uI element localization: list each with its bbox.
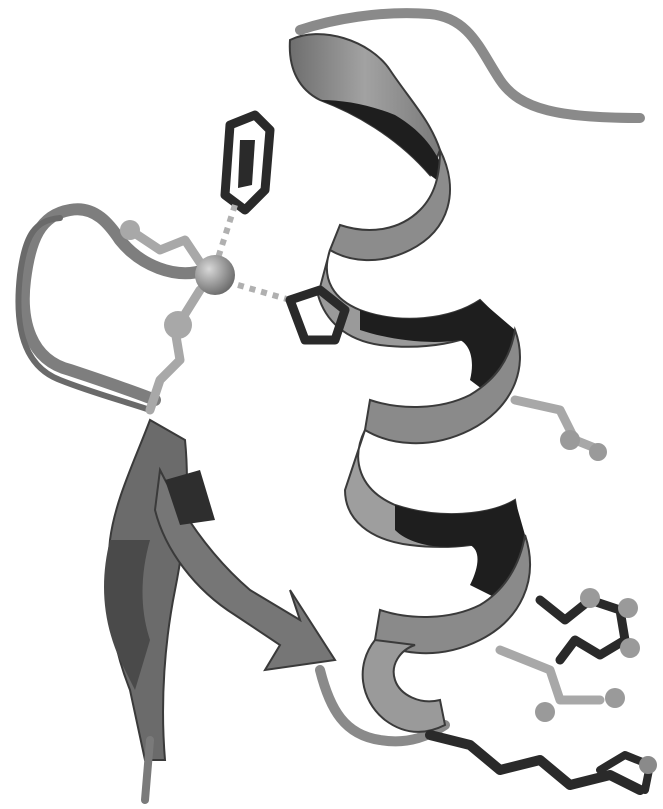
zinc-ion — [195, 255, 235, 295]
beta-strand-left-tail — [145, 740, 150, 800]
